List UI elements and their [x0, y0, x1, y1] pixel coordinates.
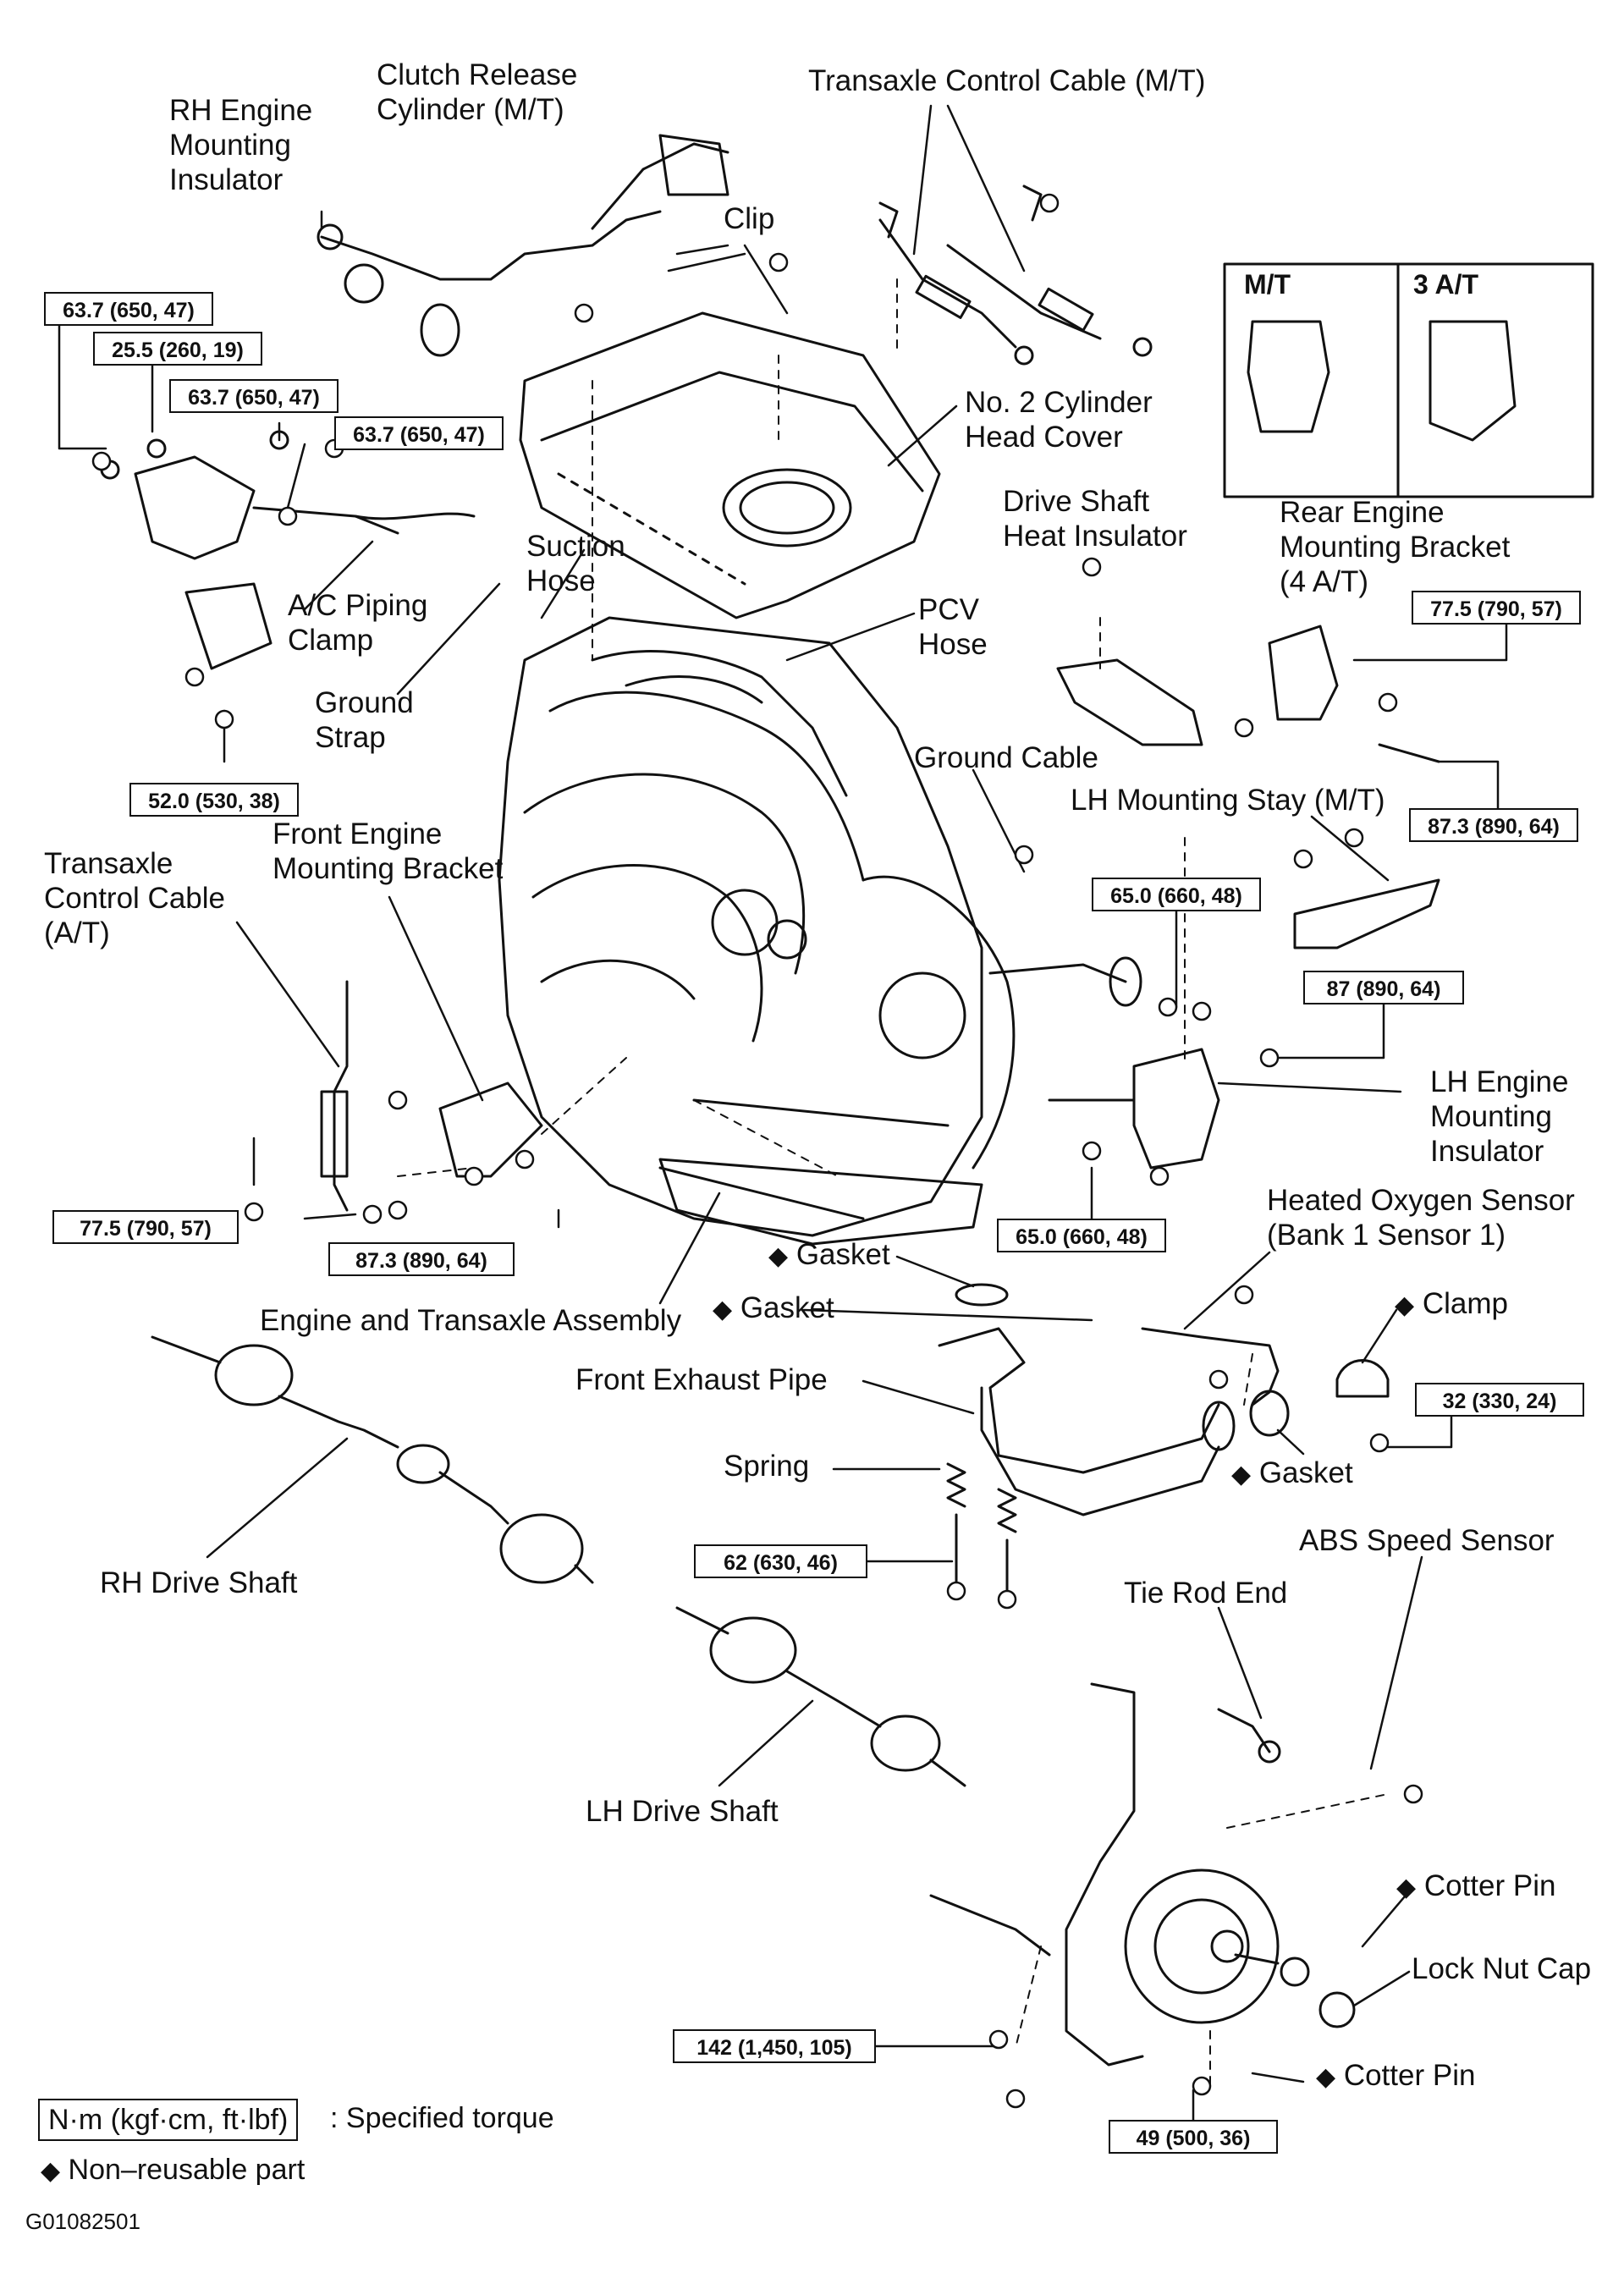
label-lock-nut-cap: Lock Nut Cap: [1412, 1952, 1592, 1985]
lock-nut: [1280, 1957, 1310, 1987]
inset-title-3at: 3 A/T: [1413, 269, 1479, 300]
torque-box-5: 52.0 (530, 38): [129, 783, 299, 817]
torque-box-3: 63.7 (650, 47): [169, 379, 339, 413]
torque-box-8: 65.0 (660, 48): [1092, 878, 1261, 911]
ho2s: [1141, 1327, 1280, 1406]
label-heated-oxygen-sensor: Heated Oxygen Sensor(Bank 1 Sensor 1): [1267, 1184, 1575, 1252]
torque-box-9: 87 (890, 64): [1303, 971, 1464, 1004]
dashed-lines: [397, 278, 1389, 2091]
rear-bolt: [1378, 743, 1440, 763]
front-bracket: [438, 1081, 543, 1178]
leader-lines: [58, 104, 1508, 2122]
torque-box-6: 77.5 (790, 57): [52, 1210, 239, 1244]
exhaust-pipe: [938, 1283, 1290, 1516]
label-transaxle-control-cable-mt: Transaxle Control Cable (M/T): [808, 64, 1206, 97]
legend-unit-box: N·m (kgf·cm, ft·lbf): [38, 2099, 299, 2141]
lh-mount: [1132, 1048, 1220, 1170]
label-gasket-1: ◆ Gasket: [768, 1238, 890, 1271]
torque-box-10: 77.5 (790, 57): [1412, 591, 1581, 625]
label-cotter-pin-1: ◆ Cotter Pin: [1396, 1869, 1556, 1902]
torque-box-16: 49 (500, 36): [1109, 2120, 1278, 2154]
lock-nut-cap: [1318, 1991, 1356, 2028]
label-clamp: ◆ Clamp: [1395, 1287, 1508, 1320]
label-gasket-3: ◆ Gasket: [1231, 1456, 1353, 1489]
torque-box-2: 25.5 (260, 19): [93, 332, 262, 366]
label-abs-speed-sensor: ABS Speed Sensor: [1299, 1524, 1555, 1557]
legend-diamond-icon: ◆: [41, 2157, 61, 2185]
rear-bracket: [1268, 625, 1339, 721]
label-engine-and-transaxle-assembly: Engine and Transaxle Assembly: [260, 1304, 682, 1337]
clutch-line: [317, 134, 729, 357]
control-cable-mt: [878, 184, 1153, 366]
torque-box-15: 142 (1,450, 105): [673, 2029, 876, 2063]
torque-box-1: 63.7 (650, 47): [44, 292, 213, 326]
bolts: [91, 193, 1423, 2109]
label-spring: Spring: [724, 1450, 810, 1483]
label-tie-rod-end: Tie Rod End: [1124, 1577, 1288, 1610]
torque-box-14: 62 (630, 46): [694, 1544, 867, 1578]
torque-box-11: 87.3 (890, 64): [1409, 808, 1578, 842]
cylinder-head-cover: [519, 311, 941, 619]
lh-stay: [1293, 878, 1440, 949]
clamp-part: [1335, 1359, 1390, 1398]
label-gasket-2: ◆ Gasket: [713, 1291, 834, 1324]
label-rh-drive-shaft: RH Drive Shaft: [100, 1566, 298, 1599]
springs-bolts: [946, 1462, 1017, 1601]
label-lh-drive-shaft: LH Drive Shaft: [586, 1795, 779, 1828]
inset-at-part: [1429, 320, 1517, 442]
lh-drive-shaft: [675, 1606, 966, 1787]
label-lh-mounting-stay: LH Mounting Stay (M/T): [1071, 784, 1385, 817]
engine-block: [498, 616, 1142, 1246]
inset-frame: [1223, 262, 1594, 498]
torque-box-7: 87.3 (890, 64): [328, 1242, 515, 1276]
label-cotter-pin-2: ◆ Cotter Pin: [1316, 2059, 1476, 2092]
label-front-exhaust-pipe: Front Exhaust Pipe: [575, 1363, 828, 1396]
cable-sleeve: [320, 1090, 349, 1178]
torque-box-12: 65.0 (660, 48): [997, 1219, 1166, 1252]
label-ground-cable: Ground Cable: [914, 741, 1098, 774]
torque-box-13: 32 (330, 24): [1415, 1383, 1584, 1417]
label-clip: Clip: [724, 202, 775, 235]
inset-mt-part: [1247, 320, 1330, 433]
inset-title-mt: M/T: [1244, 269, 1291, 300]
steering-knuckle: [929, 1682, 1281, 2067]
legend-unit-text: : Specified torque: [330, 2102, 554, 2134]
figure-code: G01082501: [25, 2209, 140, 2234]
torque-box-4: 63.7 (650, 47): [334, 416, 504, 450]
legend-nonreusable: ◆ Non–reusable part: [41, 2154, 306, 2186]
rh-drive-shaft: [151, 1335, 594, 1584]
heat-insulator: [1056, 658, 1203, 746]
